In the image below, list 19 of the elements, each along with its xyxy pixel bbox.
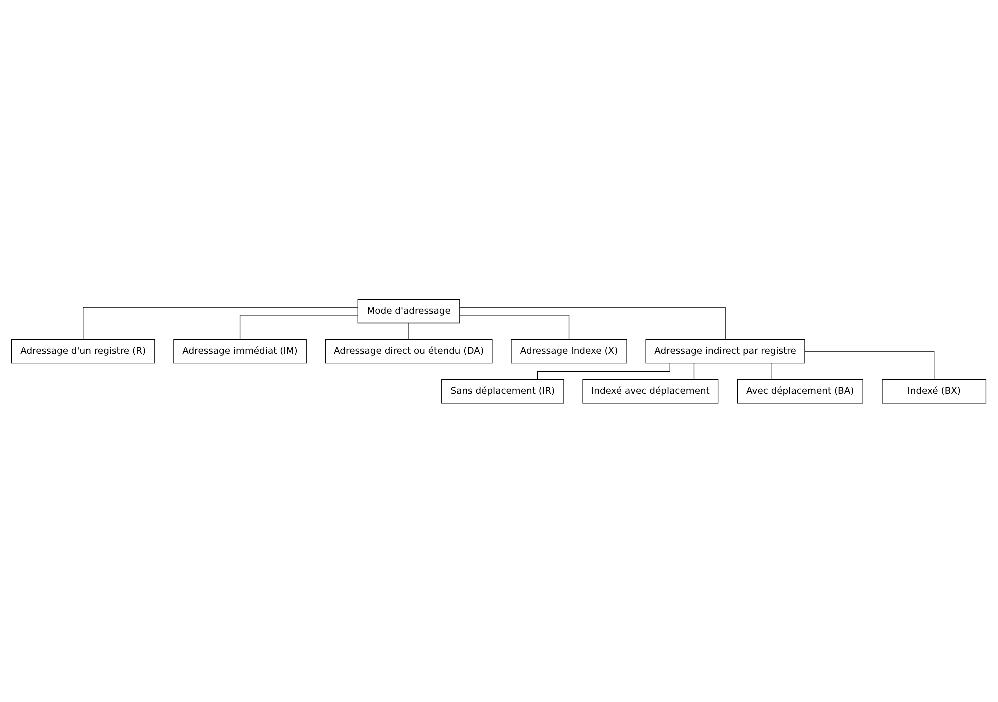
connector xyxy=(83,306,358,340)
node-box: Adressage Indexe (X) xyxy=(511,338,628,364)
node-box: Indexé avec déplacement xyxy=(582,378,719,404)
node-box: Sans déplacement (IR) xyxy=(442,378,564,404)
node-box: Avec déplacement (BA) xyxy=(737,378,864,404)
connector xyxy=(408,322,410,340)
connector xyxy=(537,362,670,380)
connector xyxy=(460,314,570,340)
connector xyxy=(240,314,358,340)
node-box: Indexé (BX) xyxy=(882,378,987,404)
node-box: Mode d'adressage xyxy=(358,298,460,324)
connector xyxy=(804,350,935,380)
connector xyxy=(460,306,726,340)
node-box: Adressage d'un registre (R) xyxy=(11,338,156,364)
node-box: Adressage immédiat (IM) xyxy=(174,338,307,364)
node-box: Adressage direct ou étendu (DA) xyxy=(325,338,493,364)
connector xyxy=(771,362,772,380)
node-box: Adressage indirect par registre xyxy=(646,338,806,364)
connector xyxy=(694,362,695,380)
